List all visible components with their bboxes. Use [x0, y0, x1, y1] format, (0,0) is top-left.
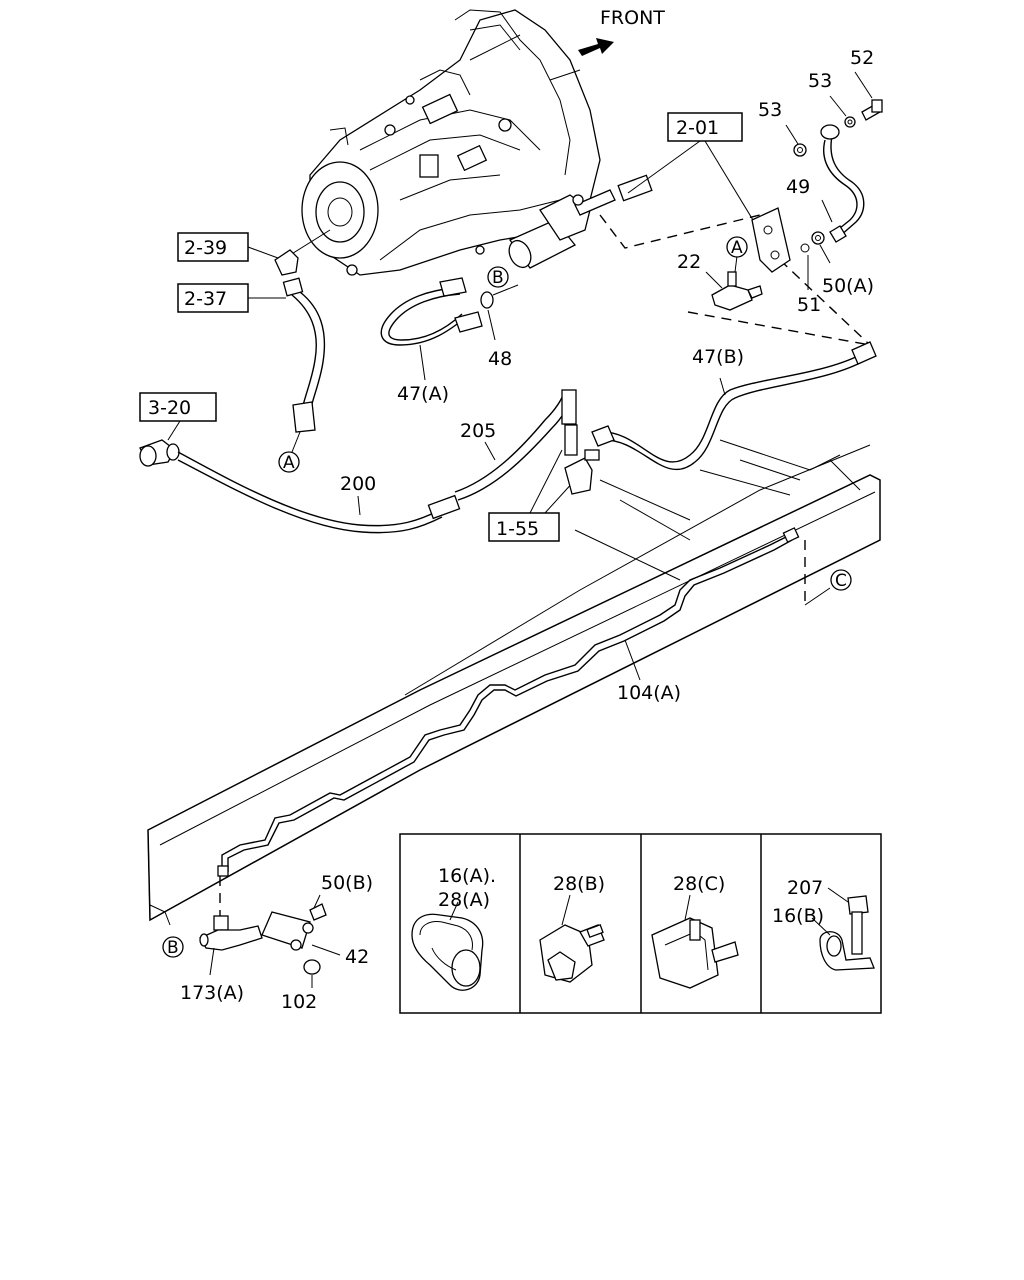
marker-b-lower: B: [162, 936, 184, 958]
ref-2-39-label: 2-39: [184, 237, 227, 259]
fitting-1-55: [564, 424, 600, 495]
tee-fitting-22: [711, 271, 763, 311]
frame-rail: [147, 439, 881, 926]
part-47b-label: 47(B): [692, 346, 744, 368]
part-47a-label: 47(A): [397, 383, 449, 405]
part-173a-label: 173(A): [180, 982, 244, 1004]
part-28b-label: 28(B): [553, 873, 605, 895]
marker-b-upper: B: [487, 266, 509, 288]
part-52-label: 52: [850, 47, 874, 69]
part-102-label: 102: [281, 991, 317, 1013]
ref-box-1-55: [488, 512, 560, 542]
part-205-label: 205: [460, 420, 496, 442]
part-53a-label: 53: [808, 70, 832, 92]
tee-fitting-173a: [199, 865, 263, 951]
part-50b-label: 50(B): [321, 872, 373, 894]
part-16a-label: 16(A).: [438, 865, 496, 887]
part-42-label: 42: [345, 946, 369, 968]
ref-2-37-label: 2-37: [184, 288, 227, 310]
part-200-label: 200: [340, 473, 376, 495]
part-53b-label: 53: [758, 99, 782, 121]
part-49-label: 49: [786, 176, 810, 198]
clip-28b: [539, 894, 605, 983]
ref-box-3-20: [139, 392, 217, 422]
ref-box-2-01: [667, 112, 743, 142]
clutch-bracket: [751, 207, 791, 273]
ref-2-01-label: 2-01: [676, 117, 719, 139]
svg-text:B: B: [167, 938, 179, 958]
part-16b-label: 16(B): [772, 905, 824, 927]
ref-1-55-label: 1-55: [496, 518, 539, 540]
part-28a-label: 28(A): [438, 889, 490, 911]
front-arrow-icon: [578, 38, 614, 56]
marker-a-lower: A: [278, 451, 300, 473]
part-28c-label: 28(C): [673, 873, 725, 895]
ref-3-20-label: 3-20: [148, 397, 191, 419]
part-50a-label: 50(A): [822, 275, 874, 297]
part-48-label: 48: [488, 348, 512, 370]
transmission-assembly: [301, 9, 653, 276]
slave-cylinder: [508, 174, 653, 269]
svg-text:C: C: [835, 571, 847, 591]
ref-box-2-37: [177, 283, 249, 313]
ref-box-2-39: [177, 232, 249, 262]
part-51-label: 51: [797, 294, 821, 316]
upper-hose-assembly: [793, 99, 883, 290]
front-label: FRONT: [600, 7, 665, 29]
bolt-207-clip-16b: [811, 887, 875, 971]
clip-16a-28a: [411, 901, 484, 991]
tee-fitting-3-20: [139, 439, 180, 467]
part-104a-label: 104(A): [617, 682, 681, 704]
bracket-42: [261, 903, 327, 975]
svg-text:A: A: [731, 238, 743, 258]
part-22-label: 22: [677, 251, 701, 273]
svg-text:B: B: [492, 268, 504, 288]
marker-c: C: [830, 569, 852, 591]
clip-28c: [651, 894, 739, 989]
part-207-label: 207: [787, 877, 823, 899]
clip-inset-panel: [399, 833, 882, 1014]
svg-text:A: A: [283, 453, 295, 473]
elbow-fitting-2-39: [274, 249, 304, 297]
marker-a-upper: A: [726, 236, 748, 258]
